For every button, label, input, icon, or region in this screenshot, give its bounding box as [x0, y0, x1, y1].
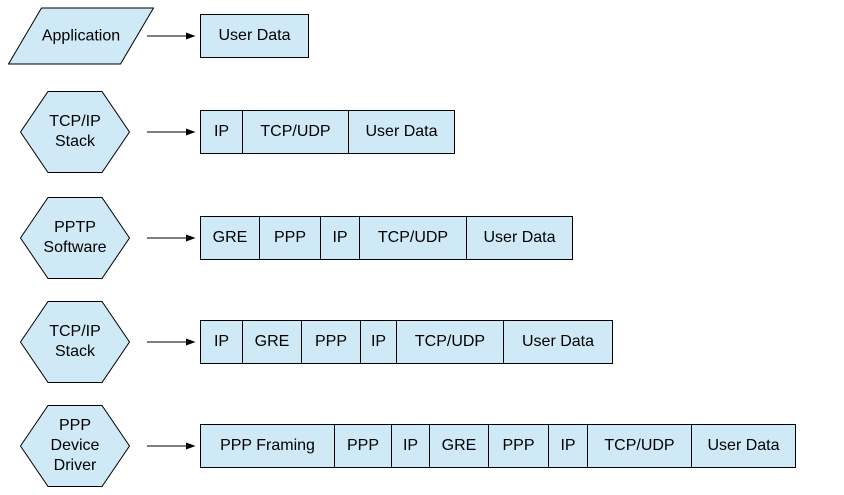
packet-segment-label: IP [213, 123, 230, 140]
packet-segment: TCP/UDP [396, 320, 504, 364]
packet-segment: TCP/UDP [359, 216, 467, 260]
packet-segment-label: IP [560, 437, 576, 454]
packet-segment: TCP/UDP [242, 110, 349, 154]
hexagon-shape-icon [20, 405, 130, 487]
packet-segment: User Data [503, 320, 613, 364]
packet-segment-label: PPP [502, 437, 535, 454]
packet-segment: User Data [691, 424, 796, 468]
packet-segment: IP [391, 424, 430, 468]
hexagon-shape-icon [20, 197, 130, 279]
packet-segment: PPP [301, 320, 361, 364]
packet-structure: IP GRE PPP IP TCP/UDP User Data [200, 320, 613, 364]
packet-structure: PPP Framing PPP IP GRE PPP IP TCP/UDP User Data [200, 424, 796, 468]
packet-structure: IP TCP/UDP User Data [200, 110, 455, 154]
packet-segment: GRE [200, 216, 260, 260]
packet-segment-label: User Data [365, 123, 438, 140]
packet-segment: User Data [200, 14, 309, 58]
packet-segment: TCP/UDP [587, 424, 692, 468]
packet-segment-label: GRE [212, 229, 248, 246]
packet-segment-label: IP [402, 437, 419, 454]
packet-structure: GRE PPP IP TCP/UDP User Data [200, 216, 573, 260]
packet-segment-label: TCP/UDP [377, 229, 449, 246]
packet-segment: IP [200, 110, 243, 154]
packet-segment: PPP [259, 216, 321, 260]
packet-segment-label: User Data [707, 437, 780, 454]
packet-segment-label: IP [213, 333, 230, 350]
arrow-right-icon [147, 128, 196, 136]
packet-segment: IP [320, 216, 360, 260]
packet-segment: GRE [429, 424, 489, 468]
arrow-right-icon [147, 234, 196, 242]
packet-segment-label: IP [332, 229, 348, 246]
arrow-right-icon [147, 338, 196, 346]
packet-segment: PPP [488, 424, 549, 468]
packet-segment: IP [548, 424, 588, 468]
packet-segment: IP [200, 320, 243, 364]
hexagon-shape-icon [20, 301, 130, 383]
packet-segment: User Data [348, 110, 455, 154]
packet-segment-label: User Data [483, 229, 556, 246]
stage-shape: Application [8, 7, 154, 65]
packet-segment: PPP Framing [200, 424, 335, 468]
hexagon-shape-icon [20, 91, 130, 173]
packet-structure: User Data [200, 14, 309, 58]
packet-segment-label: PPP [314, 333, 347, 350]
packet-segment-label: PPP [346, 437, 379, 454]
packet-segment-label: GRE [441, 437, 477, 454]
packet-segment-label: TCP/UDP [260, 123, 331, 140]
packet-segment-label: User Data [521, 333, 595, 350]
packet-segment-label: TCP/UDP [414, 333, 486, 350]
packet-segment-label: GRE [254, 333, 290, 350]
encapsulation-row: Application User Data [0, 0, 844, 81]
packet-segment: PPP [334, 424, 392, 468]
packet-segment-label: PPP Framing [220, 437, 315, 454]
packet-segment: GRE [242, 320, 302, 364]
arrow-right-icon [147, 32, 196, 40]
packet-segment: User Data [466, 216, 573, 260]
packet-segment-label: TCP/UDP [604, 437, 675, 454]
packet-segment-label: User Data [218, 27, 291, 44]
packet-segment-label: PPP [273, 229, 306, 246]
packet-segment: IP [360, 320, 397, 364]
parallelogram-shape-icon [8, 7, 154, 65]
arrow-right-icon [147, 442, 196, 450]
packet-segment-label: IP [370, 333, 387, 350]
